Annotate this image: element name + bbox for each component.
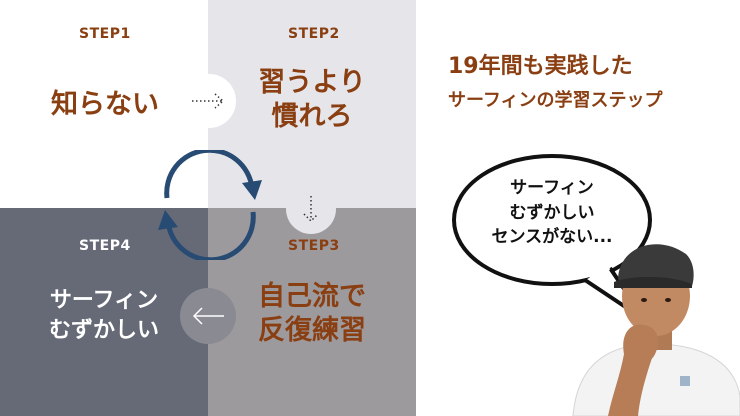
speech-line1: サーフィン (510, 178, 594, 198)
speech-line3: センスがない... (491, 227, 613, 248)
step4-text: サーフィン むずかしい (14, 286, 194, 345)
step2-text-line2: 慣れろ (271, 100, 353, 132)
step3-text: 自己流で 反復練習 (228, 280, 396, 348)
step4-text-line1: サーフィン (49, 288, 159, 313)
step1-text: 知らない (51, 89, 159, 120)
cycle-arrows-icon (158, 150, 262, 260)
step2-text: 習うより 慣れろ (228, 66, 396, 134)
step1-label: STEP1 (79, 26, 131, 42)
speech-bubble-text: サーフィン むずかしい センスがない... (462, 176, 642, 250)
step3-text-line2: 反復練習 (258, 314, 366, 346)
title-line1: 19年間も実践した (448, 54, 633, 79)
step4-label: STEP4 (79, 238, 131, 254)
dotted-arrow-down-icon (286, 184, 336, 234)
step2-label: STEP2 (288, 26, 340, 42)
thinking-person-icon (572, 244, 740, 416)
step3-text-line1: 自己流で (258, 281, 366, 312)
title-line2: サーフィンの学習ステップ (448, 90, 663, 111)
speech-bubble (452, 154, 652, 322)
step3-label: STEP3 (288, 238, 340, 254)
step4-text-line2: むずかしい (48, 317, 159, 343)
arrow-left-icon (180, 288, 236, 344)
speech-line2: むずかしい (509, 202, 595, 223)
step2-panel (208, 0, 416, 208)
step2-text-line1: 習うより (258, 67, 366, 98)
dotted-arrow-right-icon (182, 74, 236, 128)
